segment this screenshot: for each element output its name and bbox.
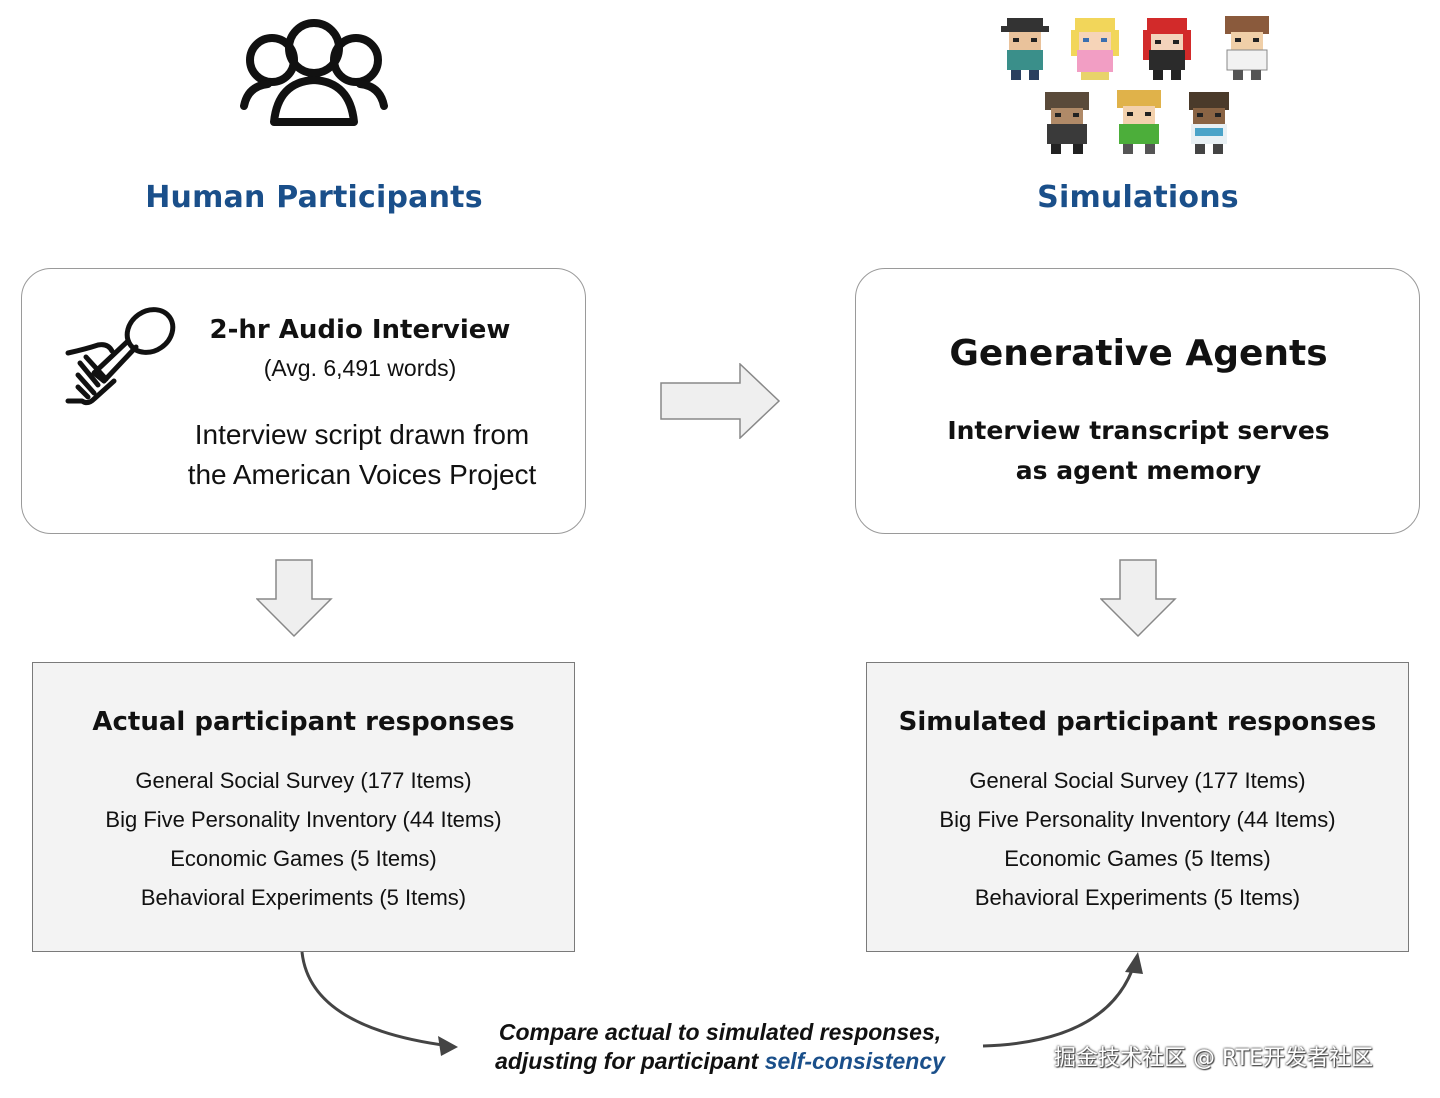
curved-arrow-right-icon bbox=[982, 952, 1143, 1048]
down-arrow-left-icon bbox=[256, 559, 333, 638]
agents-desc-line2: as agent memory bbox=[1015, 456, 1262, 485]
actual-item-gss: General Social Survey (177 Items) bbox=[135, 768, 472, 793]
caption-line1: Compare actual to simulated responses, bbox=[498, 1019, 942, 1045]
simulated-item-gss: General Social Survey (177 Items) bbox=[969, 768, 1306, 793]
caption-line2-prefix: adjusting for participant bbox=[495, 1048, 765, 1074]
actual-item-economic-games: Economic Games (5 Items) bbox=[170, 846, 437, 871]
microphone-hand-icon bbox=[65, 307, 176, 406]
caption-highlight: self-consistency bbox=[764, 1048, 945, 1074]
actual-item-big-five: Big Five Personality Inventory (44 Items… bbox=[105, 807, 502, 832]
generative-agents-title: Generative Agents bbox=[949, 333, 1328, 374]
comparison-caption: Compare actual to simulated responses, a… bbox=[460, 1018, 980, 1076]
interview-box: 2-hr Audio Interview (Avg. 6,491 words) … bbox=[21, 268, 586, 534]
interview-subtitle: (Avg. 6,491 words) bbox=[263, 355, 457, 381]
actual-item-behavioral: Behavioral Experiments (5 Items) bbox=[140, 885, 467, 910]
simulated-item-behavioral: Behavioral Experiments (5 Items) bbox=[974, 885, 1301, 910]
simulated-item-economic-games: Economic Games (5 Items) bbox=[1004, 846, 1271, 871]
simulated-responses-title: Simulated participant responses bbox=[898, 707, 1377, 737]
interview-title: 2-hr Audio Interview bbox=[209, 315, 511, 345]
interview-desc-line2: the American Voices Project bbox=[187, 459, 537, 490]
pixel-characters-icon bbox=[1001, 16, 1269, 154]
right-arrow-icon bbox=[660, 363, 781, 439]
interview-desc-line1: Interview script drawn from bbox=[194, 419, 530, 450]
agents-desc-line1: Interview transcript serves bbox=[947, 416, 1330, 445]
human-participants-heading: Human Participants bbox=[145, 180, 483, 215]
down-arrow-right-icon bbox=[1100, 559, 1177, 638]
actual-responses-title: Actual participant responses bbox=[92, 707, 515, 737]
simulated-item-big-five: Big Five Personality Inventory (44 Items… bbox=[939, 807, 1336, 832]
simulated-responses-box: Simulated participant responses General … bbox=[866, 662, 1409, 952]
watermark-text: 掘金技术社区 @ RTE开发者社区 bbox=[1054, 1046, 1374, 1071]
people-group-icon bbox=[240, 19, 388, 126]
curved-arrow-left-icon bbox=[300, 951, 458, 1056]
actual-responses-box: Actual participant responses General Soc… bbox=[32, 662, 575, 952]
generative-agents-box: Generative Agents Interview transcript s… bbox=[855, 268, 1420, 534]
simulations-heading: Simulations bbox=[1037, 180, 1239, 215]
